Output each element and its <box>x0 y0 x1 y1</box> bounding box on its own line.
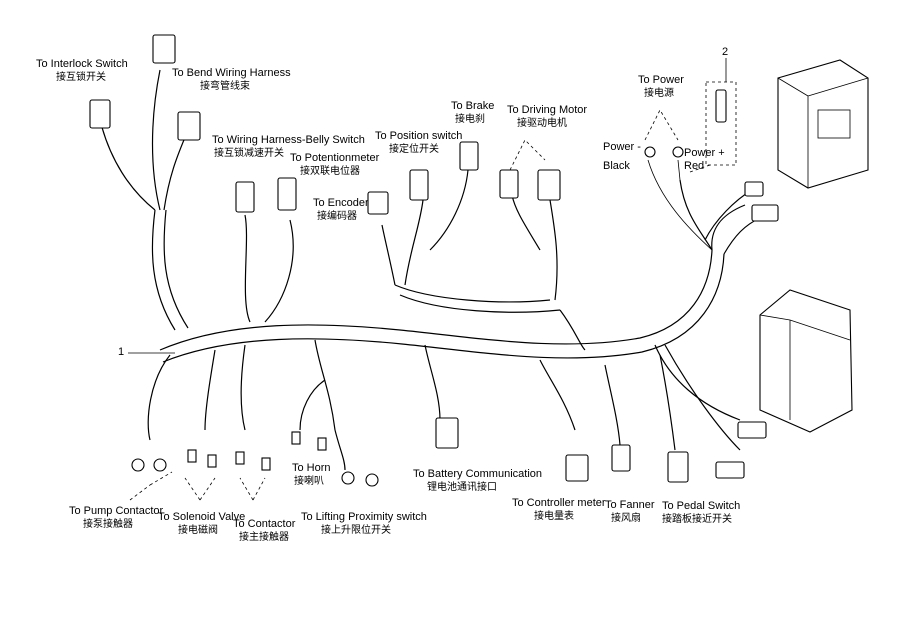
right-upper-branch <box>647 159 761 255</box>
center-upper-branch <box>381 169 586 351</box>
label-en: Power - <box>603 141 641 153</box>
label-en: To Horn <box>292 462 331 474</box>
label-en: To Lifting Proximity switch <box>301 511 427 523</box>
label-cn: 接上升限位开关 <box>321 525 391 536</box>
label-position-switch: To Position switch 接定位开关 <box>375 130 462 156</box>
label-en: To Fanner <box>605 499 655 511</box>
main-harness-trunk <box>159 249 725 363</box>
label-en: To Contactor <box>233 518 296 530</box>
label-cn: 接互锁开关 <box>56 72 106 83</box>
label-cn: 接电源 <box>644 88 674 99</box>
label-en: To Encoder <box>313 197 369 209</box>
controller-box <box>777 59 869 189</box>
label-en: To Bend Wiring Harness <box>172 67 291 79</box>
label-cn: 接电刹 <box>455 114 485 125</box>
label-cn: 接电磁阀 <box>178 525 218 536</box>
label-cn: 接喇叭 <box>294 476 324 487</box>
label-cn: 接主接触器 <box>239 532 289 543</box>
bottom-branches <box>147 339 741 471</box>
label-en: To Battery Communication <box>413 468 542 480</box>
label-cn: 接驱动电机 <box>517 118 567 129</box>
label-en: To Solenoid Valve <box>158 511 246 523</box>
label-en: To Power <box>638 74 684 86</box>
label-driving-motor: To Driving Motor 接驱动电机 <box>507 104 587 130</box>
label-cn: 接泵接触器 <box>83 519 133 530</box>
label-en: To Interlock Switch <box>36 58 128 70</box>
label-en: To Driving Motor <box>507 104 588 116</box>
label-cn: 锂电池通讯接口 <box>427 482 497 493</box>
label-pedal-switch: To Pedal Switch 接踏板接近开关 <box>662 500 740 526</box>
callout-2: 2 <box>722 46 729 58</box>
label-cn: 接踏板接近开关 <box>662 514 732 525</box>
label-belly-switch: To Wiring Harness-Belly Switch 接互锁减速开关 <box>212 134 365 160</box>
label-interlock-switch: To Interlock Switch 接互锁开关 <box>36 58 128 84</box>
label-power: To Power 接电源 <box>638 74 684 100</box>
connectors <box>89 34 779 487</box>
label-potentiometer: To Potentionmeter 接双联电位器 <box>290 152 379 178</box>
label-cn: 接互锁减速开关 <box>214 148 284 159</box>
label-power-plus: Power + Red <box>684 147 725 173</box>
label-encoder: To Encoder 接编码器 <box>313 197 369 223</box>
label-en: To Pump Contactor <box>69 505 164 517</box>
label-pump-contactor: To Pump Contactor 接泵接触器 <box>69 505 163 531</box>
label-bend-wiring-harness: To Bend Wiring Harness 接弯管线束 <box>172 67 291 93</box>
label-horn: To Horn 接喇叭 <box>292 462 331 488</box>
left-upper-branch <box>99 69 189 331</box>
label-cn: 接双联电位器 <box>300 166 360 177</box>
label-power-minus: Power - Black <box>603 141 641 173</box>
label-brake: To Brake 接电刹 <box>451 100 494 126</box>
label-cn: 接编码器 <box>317 211 357 222</box>
label-contactor: To Contactor 接主接触器 <box>233 518 295 544</box>
label-battery-communication: To Battery Communication 锂电池通讯接口 <box>413 468 542 494</box>
label-en: To Wiring Harness-Belly Switch <box>212 134 365 146</box>
fan-box <box>759 289 853 433</box>
label-controller-meter: To Controller meter 接电量表 <box>512 497 606 523</box>
label-en: To Pedal Switch <box>662 500 741 512</box>
label-cn: 接电量表 <box>534 511 574 522</box>
label-en-2: Black <box>603 160 630 172</box>
label-en: To Potentionmeter <box>290 152 380 164</box>
label-en: To Brake <box>451 100 495 112</box>
label-cn: 接弯管线束 <box>200 81 250 92</box>
label-en: To Position switch <box>375 130 463 142</box>
label-en-2: Red <box>684 160 705 172</box>
label-lifting-proximity: To Lifting Proximity switch 接上升限位开关 <box>301 511 427 537</box>
pointer-lines <box>128 58 727 501</box>
belly-pot-branch <box>244 214 294 323</box>
callout-1: 1 <box>118 346 125 358</box>
label-fanner: To Fanner 接风扇 <box>605 499 655 525</box>
label-en: To Controller meter <box>512 497 606 509</box>
label-cn: 接定位开关 <box>389 144 439 155</box>
label-en: Power + <box>684 147 725 159</box>
label-solenoid-valve: To Solenoid Valve 接电磁阀 <box>158 511 245 537</box>
label-cn: 接风扇 <box>611 513 641 524</box>
